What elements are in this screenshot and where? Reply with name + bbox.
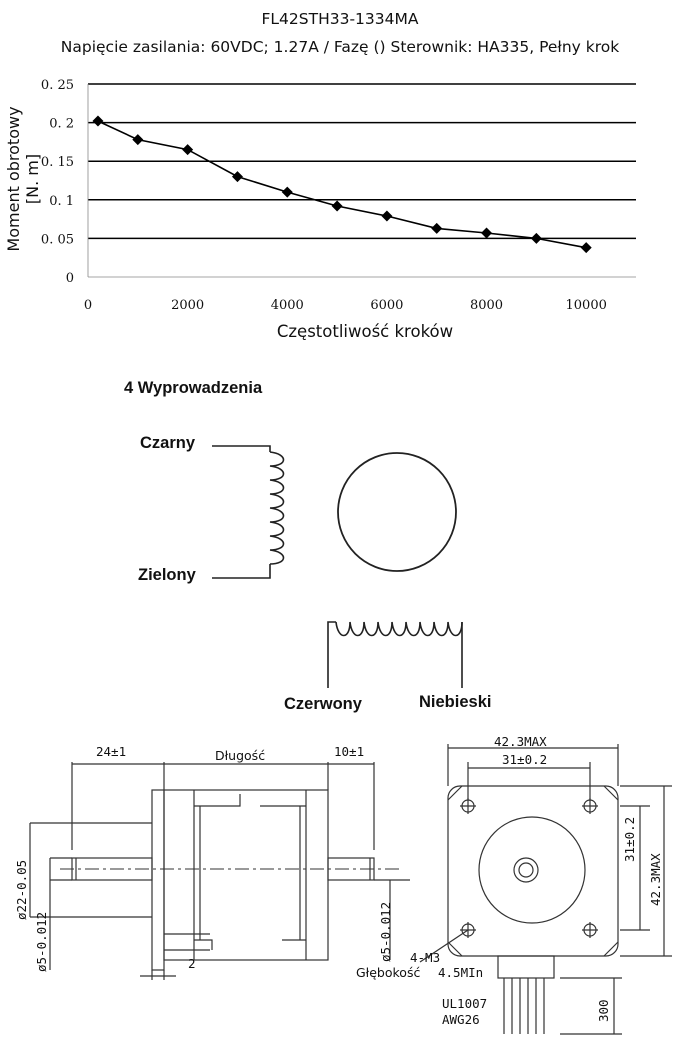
- y-tick-label: 0. 05: [41, 232, 74, 247]
- dim-holes-horizontal: 31±0.2: [502, 752, 548, 767]
- y-tick-label: 0. 2: [49, 117, 74, 132]
- data-point-marker: [530, 232, 542, 244]
- torque-chart: 0 0. 05 0. 1 0. 15 0. 2 0. 25 0 2000 4000 6000 80…: [41, 78, 636, 313]
- dim-flange-thickness: 2: [188, 956, 196, 971]
- chart-subtitle: Napięcie zasilania: 60VDC; 1.27A / Fazę …: [60, 38, 620, 56]
- dim-shaft-diameter: ø5-0.012: [34, 911, 49, 972]
- x-tick-label: 8000: [470, 298, 503, 313]
- data-point-marker: [481, 227, 493, 239]
- x-axis-label: Częstotliwość kroków: [276, 322, 454, 341]
- dim-height-max: 42.3MAX: [648, 853, 663, 906]
- data-point-marker: [580, 242, 592, 254]
- data-point-marker: [281, 186, 293, 198]
- cable-awg: AWG26: [442, 1012, 480, 1027]
- coil-a-icon: [212, 445, 285, 579]
- data-point-marker: [92, 115, 104, 127]
- rotor-icon: [337, 452, 457, 572]
- wire-label-red: Czerwony: [284, 695, 362, 713]
- cable-type: UL1007: [442, 996, 488, 1011]
- wiring-heading: 4 Wyprowadzenia: [124, 379, 263, 397]
- data-point-marker: [231, 171, 243, 183]
- torque-series-line: [97, 120, 587, 249]
- dim-flange-diameter: ø22-0.05: [14, 859, 29, 920]
- cable-length: 300: [596, 999, 611, 1022]
- x-tick-label: 0: [84, 298, 92, 313]
- x-tick-label: 10000: [566, 298, 607, 313]
- depth-value: 4.5MIn: [438, 965, 484, 980]
- y-tick-label: 0. 25: [41, 78, 74, 93]
- x-tick-label: 6000: [370, 298, 403, 313]
- thread-label: 4-M3: [410, 950, 441, 965]
- data-point-marker: [182, 144, 194, 156]
- dim-shaft-diameter-right: ø5-0.012: [378, 901, 393, 962]
- chart-title: FL42STH33-1334MA: [261, 10, 419, 28]
- coil-b-icon: [327, 621, 463, 688]
- dim-shaft-length: 24±1: [96, 744, 127, 759]
- data-point-marker: [431, 222, 443, 234]
- y-tick-label: 0: [66, 271, 74, 286]
- dim-boss-length: 10±1: [334, 744, 365, 759]
- dim-body-length: Długość: [215, 748, 266, 763]
- dim-holes-vertical: 31±0.2: [622, 816, 637, 862]
- wire-label-blue: Niebieski: [419, 693, 492, 711]
- y-tick-label: 0. 1: [49, 194, 74, 209]
- data-point-marker: [132, 134, 144, 146]
- dim-width-max: 42.3MAX: [494, 734, 547, 749]
- data-point-marker: [331, 200, 343, 212]
- depth-label: Głębokość: [356, 965, 421, 980]
- y-tick-label: 0. 15: [41, 155, 74, 170]
- x-tick-label: 2000: [171, 298, 204, 313]
- data-point-marker: [381, 210, 393, 222]
- wire-label-green: Zielony: [138, 566, 196, 584]
- wire-label-black: Czarny: [140, 434, 196, 452]
- x-tick-label: 4000: [271, 298, 304, 313]
